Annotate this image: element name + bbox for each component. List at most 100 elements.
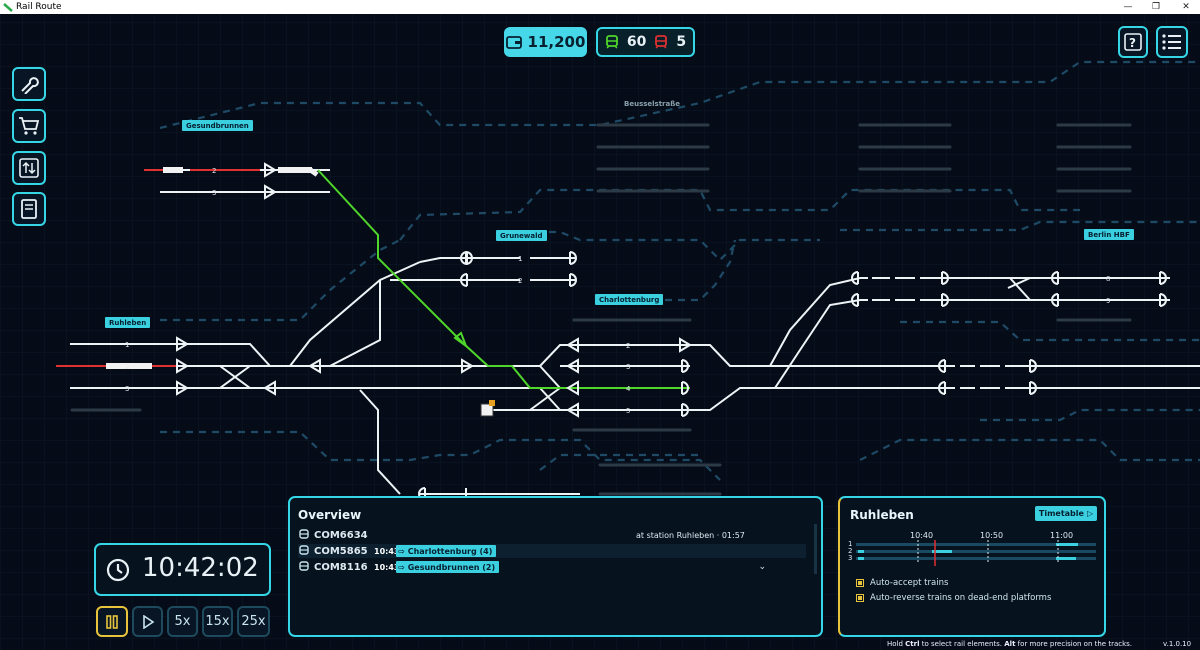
svg-text:2: 2 <box>848 547 852 555</box>
train-icon <box>299 529 309 539</box>
book-icon <box>21 199 37 219</box>
arrow-right-icon: ⇨ <box>398 546 405 556</box>
auto-accept-checkbox[interactable]: Auto-accept trains <box>856 578 948 588</box>
svg-text:1: 1 <box>848 540 852 548</box>
svg-text:4: 4 <box>626 385 631 393</box>
timetable-button[interactable]: Timetable▷ <box>1035 506 1097 521</box>
station-label-ruhleben[interactable]: Ruhleben <box>105 317 151 328</box>
svg-text:2: 2 <box>626 342 630 350</box>
swap-arrows-icon <box>19 158 39 178</box>
active-route <box>317 169 690 389</box>
svg-text:9: 9 <box>1106 297 1110 305</box>
train-com8116[interactable] <box>278 167 319 177</box>
pause-icon <box>106 614 118 629</box>
train-icon <box>299 545 309 555</box>
train-red-gesundbrunnen[interactable] <box>144 167 260 173</box>
checkbox-checked-icon <box>856 579 864 587</box>
overview-title: Overview <box>298 508 362 522</box>
minimize-button[interactable]: — <box>1123 2 1133 12</box>
train-time: 10:43 <box>374 546 400 556</box>
train-time: 10:43 <box>374 562 400 572</box>
svg-text:1: 1 <box>518 255 522 263</box>
svg-text:11:00: 11:00 <box>1050 531 1073 540</box>
overview-row[interactable]: COM8116 10:43 ⇨Gesundbrunnen (2) ⌄ <box>298 560 806 574</box>
rail-tracks[interactable] <box>70 169 1200 495</box>
pause-button[interactable] <box>96 606 128 637</box>
train-late-icon <box>655 35 668 49</box>
train-id: COM5865 <box>314 545 368 557</box>
track-number-labels: 2 3 1 2 3 1 2 2 3 4 5 8 9 <box>125 167 1110 415</box>
play-icon: ▷ <box>1086 509 1094 518</box>
svg-text:5: 5 <box>626 407 630 415</box>
train-status: at station Ruhleben · 01:57 <box>636 530 745 540</box>
svg-text:2: 2 <box>125 363 129 371</box>
close-button[interactable]: ✕ <box>1182 2 1190 12</box>
wallet-icon <box>505 35 522 49</box>
faded-platforms <box>70 123 1132 496</box>
train-ontime-icon <box>605 35 618 49</box>
platform-timeline[interactable]: 10:40 10:50 11:00 1 2 3 <box>848 528 1098 568</box>
window-titlebar: Rail Route — ❐ ✕ <box>0 0 1200 14</box>
help-icon: ? <box>1124 33 1142 51</box>
train-id: COM8116 <box>314 561 368 573</box>
destination-label: Charlottenburg (4) <box>407 546 493 556</box>
checkbox-checked-icon <box>856 594 864 602</box>
guide-book-button[interactable] <box>12 192 46 226</box>
train-destination[interactable]: ⇨Charlottenburg (4) <box>396 545 497 557</box>
trains-late-count: 5 <box>676 34 687 50</box>
speed-15x-button[interactable]: 15x <box>202 606 233 637</box>
swap-button[interactable] <box>12 151 46 185</box>
svg-text:2: 2 <box>212 167 216 175</box>
list-icon <box>1162 34 1181 50</box>
auto-reverse-label: Auto-reverse trains on dead-end platform… <box>870 593 1052 603</box>
track-gaps <box>520 256 1005 390</box>
money-display: 11,200 <box>504 27 587 57</box>
play-button[interactable] <box>132 606 163 637</box>
window-title: Rail Route <box>16 2 62 12</box>
overview-scrollbar[interactable] <box>814 524 817 574</box>
speed-25x-button[interactable]: 25x <box>237 606 270 637</box>
play-icon <box>142 614 154 629</box>
station-label-charlottenburg[interactable]: Charlottenburg <box>595 294 664 305</box>
overview-panel: Overview COM6634 at station Ruhleben · 0… <box>288 496 823 637</box>
signals[interactable] <box>176 162 692 418</box>
destination-label: Gesundbrunnen (2) <box>407 562 496 572</box>
timetable-label: Timetable <box>1038 509 1084 518</box>
menu-list-button[interactable] <box>1156 26 1188 58</box>
train-status-counter: 60 5 <box>596 27 695 57</box>
version-label: v.1.0.10 <box>1163 640 1192 648</box>
station-title: Ruhleben <box>850 508 914 522</box>
station-label-beusselstrasse[interactable]: Beusselstraße <box>624 99 681 108</box>
station-label-gesundbrunnen[interactable]: Gesundbrunnen <box>182 120 253 131</box>
svg-text:3: 3 <box>125 385 129 393</box>
app-icon <box>3 3 13 12</box>
overview-row[interactable]: COM6634 at station Ruhleben · 01:57 <box>298 528 806 542</box>
shop-button[interactable] <box>12 109 46 143</box>
auto-reverse-checkbox[interactable]: Auto-reverse trains on dead-end platform… <box>856 593 1051 603</box>
svg-text:10:40: 10:40 <box>910 531 933 540</box>
clock-icon <box>106 558 130 582</box>
station-label-berlin-hbf[interactable]: Berlin HBF <box>1084 229 1134 240</box>
svg-text:10:50: 10:50 <box>980 531 1003 540</box>
svg-text:8: 8 <box>1106 275 1110 283</box>
help-button[interactable]: ? <box>1118 26 1148 58</box>
chevron-down-icon[interactable]: ⌄ <box>758 562 766 572</box>
overview-row[interactable]: COM5865 10:43 ⇨Charlottenburg (4) <box>298 544 806 558</box>
wrench-icon <box>21 77 39 94</box>
restore-button[interactable]: ❐ <box>1151 2 1161 12</box>
station-label-grunewald[interactable]: Grunewald <box>496 230 547 241</box>
train-id: COM6634 <box>314 529 368 541</box>
station-building-icon[interactable] <box>480 400 495 417</box>
svg-text:?: ? <box>1129 36 1136 50</box>
auto-accept-label: Auto-accept trains <box>870 578 949 588</box>
svg-text:3: 3 <box>848 554 852 562</box>
trains-ontime-count: 60 <box>626 34 647 50</box>
build-tools-button[interactable] <box>12 67 46 101</box>
station-panel: Ruhleben Timetable▷ 10:40 10:50 11:00 1 … <box>838 496 1106 637</box>
money-value: 11,200 <box>527 33 586 51</box>
train-com6634[interactable] <box>56 363 176 369</box>
train-destination[interactable]: ⇨Gesundbrunnen (2) <box>396 561 500 573</box>
svg-text:2: 2 <box>518 277 522 285</box>
speed-5x-button[interactable]: 5x <box>167 606 198 637</box>
cart-icon <box>19 117 40 135</box>
